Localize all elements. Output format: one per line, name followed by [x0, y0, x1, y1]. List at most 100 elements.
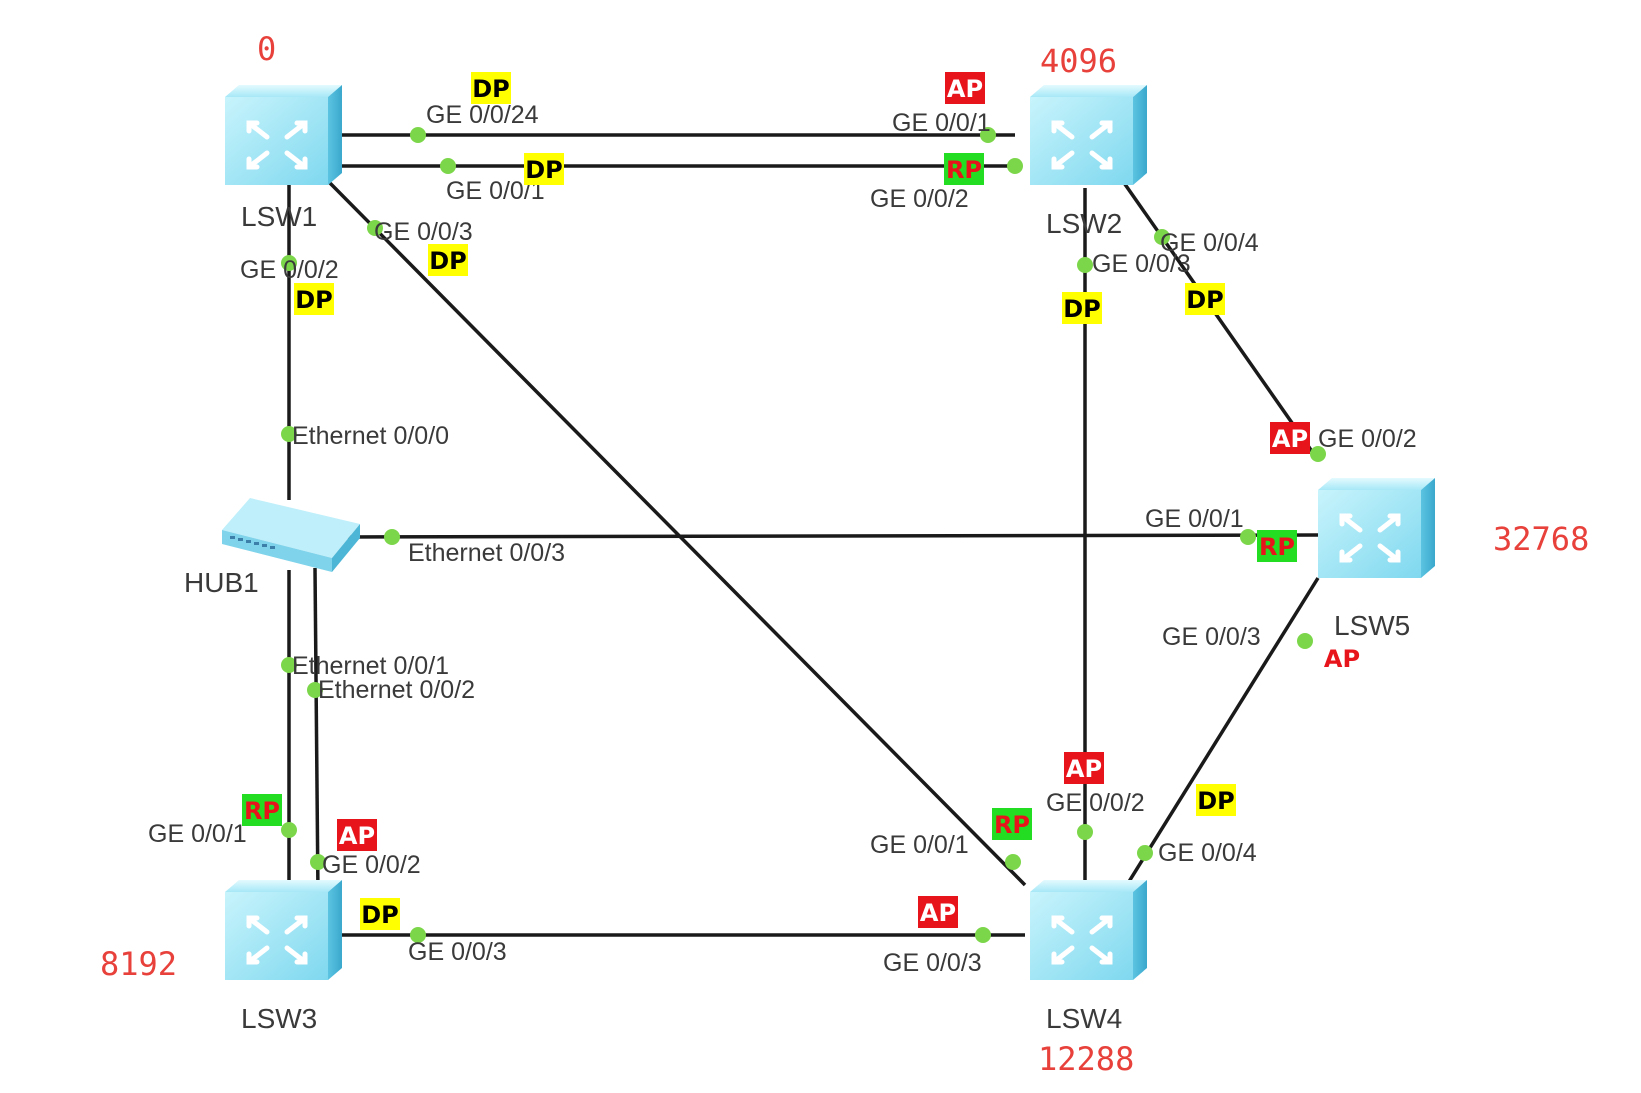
port-label-lsw2-g2: GE 0/0/2: [870, 185, 969, 213]
svg-text:DP: DP: [525, 156, 563, 184]
switch-icon: [225, 85, 342, 185]
svg-text:AP: AP: [947, 75, 983, 103]
hub1-label: HUB1: [184, 567, 259, 598]
svg-text:DP: DP: [295, 286, 333, 314]
role-badge-lsw1-g3: DP: [428, 244, 468, 276]
svg-text:AP: AP: [1272, 425, 1308, 453]
port-dot[interactable]: [1077, 824, 1093, 840]
port-dot[interactable]: [384, 529, 400, 545]
port-label-lsw5-g3: GE 0/0/3: [1162, 623, 1261, 651]
svg-text:DP: DP: [429, 247, 467, 275]
lsw5-label: LSW5: [1334, 610, 1410, 641]
svg-text:RP: RP: [1259, 533, 1295, 561]
link-lsw1-lsw4[interactable]: [323, 176, 1027, 887]
lsw3-priority: 8192: [100, 945, 177, 983]
port-dot[interactable]: [310, 854, 326, 870]
port-dot[interactable]: [410, 927, 426, 943]
port-label-lsw2-g3: GE 0/0/3: [1092, 250, 1191, 278]
role-badge-lsw2-g3: DP: [1062, 292, 1102, 324]
port-dot[interactable]: [975, 927, 991, 943]
lsw4-device[interactable]: LSW4: [1030, 880, 1147, 1034]
port-dot[interactable]: [980, 127, 996, 143]
port-dot[interactable]: [1005, 854, 1021, 870]
port-dot[interactable]: [281, 657, 297, 673]
role-badge-lsw1-g24: DP: [471, 72, 511, 104]
lsw3-label: LSW3: [241, 1003, 317, 1034]
port-dot[interactable]: [1310, 446, 1326, 462]
port-dot[interactable]: [1154, 229, 1170, 245]
port-dot[interactable]: [1240, 529, 1256, 545]
svg-text:RP: RP: [994, 811, 1030, 839]
lsw5-device[interactable]: LSW5: [1318, 478, 1435, 641]
svg-text:AP: AP: [1324, 645, 1360, 673]
port-label-lsw5-g2: GE 0/0/2: [1318, 425, 1417, 453]
role-badge-lsw2-g2: RP: [944, 153, 984, 185]
svg-text:AP: AP: [920, 899, 956, 927]
port-label-lsw1-g24: GE 0/0/24: [426, 101, 539, 129]
svg-text:DP: DP: [1186, 286, 1224, 314]
role-badge-lsw1-g2: DP: [294, 283, 334, 315]
svg-text:RP: RP: [946, 156, 982, 184]
port-dot[interactable]: [1007, 158, 1023, 174]
switch-icon: [1030, 85, 1147, 185]
port-dot[interactable]: [281, 255, 297, 271]
port-dot[interactable]: [440, 158, 456, 174]
role-badge-lsw4-g2: AP: [1064, 752, 1104, 784]
lsw3-device[interactable]: LSW3: [225, 880, 342, 1034]
port-label-lsw4-g4: GE 0/0/4: [1158, 839, 1257, 867]
port-label-lsw5-g1: GE 0/0/1: [1145, 505, 1244, 533]
port-label-lsw2-g1: GE 0/0/1: [892, 109, 991, 137]
link-hub1-lsw3-b[interactable]: [313, 567, 320, 896]
port-dot[interactable]: [1077, 257, 1093, 273]
lsw2-priority: 4096: [1040, 42, 1117, 80]
switch-icon: [1030, 880, 1147, 980]
role-badge-lsw5-g2: AP: [1270, 422, 1310, 454]
port-label-lsw4-g2: GE 0/0/2: [1046, 789, 1145, 817]
role-badge-lsw4-g4: DP: [1196, 784, 1236, 816]
port-dot[interactable]: [1297, 633, 1313, 649]
role-badges: DP DP DP DP AP RP DP DP AP RP AP: [242, 72, 1360, 930]
svg-text:DP: DP: [1197, 787, 1235, 815]
link-lsw2-lsw5[interactable]: [1120, 178, 1320, 462]
lsw2-label: LSW2: [1046, 208, 1122, 239]
role-badge-lsw3-g1: RP: [242, 794, 282, 826]
port-dot[interactable]: [281, 822, 297, 838]
role-badge-lsw4-g1: RP: [992, 808, 1032, 840]
port-dots: [281, 127, 1326, 943]
port-label-hub-e3: Ethernet 0/0/3: [408, 539, 565, 567]
lsw1-priority: 0: [257, 30, 276, 68]
hub-icon: [222, 498, 360, 572]
port-label-lsw4-g3: GE 0/0/3: [883, 949, 982, 977]
role-badge-lsw4-g3: AP: [918, 896, 958, 928]
port-label-hub-e0: Ethernet 0/0/0: [292, 422, 449, 450]
port-label-lsw3-g3: GE 0/0/3: [408, 938, 507, 966]
lsw1-label: LSW1: [241, 201, 317, 232]
lsw2-device[interactable]: LSW2: [1030, 85, 1147, 239]
svg-text:RP: RP: [244, 797, 280, 825]
link-lsw5-lsw4[interactable]: [1123, 577, 1320, 889]
switch-icon: [225, 880, 342, 980]
port-label-hub-e1: Ethernet 0/0/1: [292, 652, 449, 680]
role-badge-lsw2-g4: DP: [1185, 283, 1225, 315]
port-dot[interactable]: [1137, 845, 1153, 861]
lsw4-priority: 12288: [1038, 1040, 1134, 1078]
svg-text:DP: DP: [472, 75, 510, 103]
port-dot[interactable]: [307, 682, 323, 698]
port-dot[interactable]: [281, 426, 297, 442]
lsw4-label: LSW4: [1046, 1003, 1122, 1034]
hub1-device[interactable]: HUB1: [184, 498, 360, 598]
role-badge-lsw1-g1: DP: [524, 153, 564, 185]
port-label-lsw3-g1: GE 0/0/1: [148, 820, 247, 848]
port-label-lsw1-g3: GE 0/0/3: [374, 218, 473, 246]
port-dot[interactable]: [410, 127, 426, 143]
lsw1-device[interactable]: LSW1: [225, 85, 342, 232]
svg-text:DP: DP: [361, 901, 399, 929]
port-label-lsw4-g1: GE 0/0/1: [870, 831, 969, 859]
lsw5-priority: 32768: [1493, 520, 1589, 558]
port-label-lsw1-g2: GE 0/0/2: [240, 256, 339, 284]
port-dot[interactable]: [367, 220, 383, 236]
link-hub1-lsw5[interactable]: [344, 533, 1319, 539]
port-label-lsw3-g2: GE 0/0/2: [322, 851, 421, 879]
port-labels: GE 0/0/24 GE 0/0/1 GE 0/0/3 GE 0/0/2 GE …: [148, 101, 1417, 977]
